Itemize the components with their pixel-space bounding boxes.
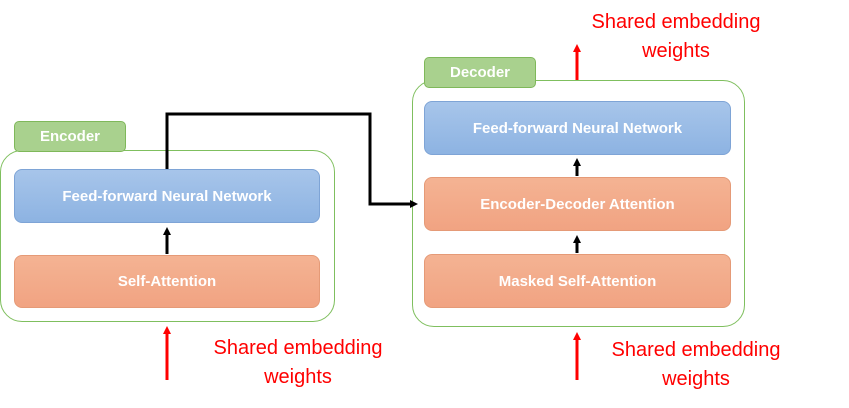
encoder-embedding-label: Shared embedding weights: [190, 334, 406, 392]
encoder-self-attention-block: Self-Attention: [14, 255, 320, 308]
decoder-input-embedding-label-line1: Shared embedding: [611, 339, 781, 361]
encoder-decoder-attention-block: Encoder-Decoder Attention: [424, 177, 731, 231]
decoder-ffn-block: Feed-forward Neural Network: [424, 101, 731, 155]
decoder-tab: Decoder: [424, 57, 536, 88]
encoder-embedding-label-line1: Shared embedding: [213, 337, 383, 359]
masked-self-attention-block: Masked Self-Attention: [424, 254, 731, 308]
encoder-embedding-label-line2: weights: [264, 366, 332, 388]
encoder-to-decoder-arrow: [165, 112, 418, 208]
decoder-input-embedding-label-line2: weights: [662, 368, 730, 390]
encoder-ffn-block: Feed-forward Neural Network: [14, 169, 320, 223]
decoder-output-embedding-label-line1: Shared embedding: [591, 11, 761, 33]
decoder-input-embedding-label: Shared embedding weights: [588, 336, 804, 394]
encoder-tab: Encoder: [14, 121, 126, 152]
decoder-output-embedding-label: Shared embedding weights: [568, 8, 784, 66]
decoder-output-embedding-label-line2: weights: [642, 40, 710, 62]
